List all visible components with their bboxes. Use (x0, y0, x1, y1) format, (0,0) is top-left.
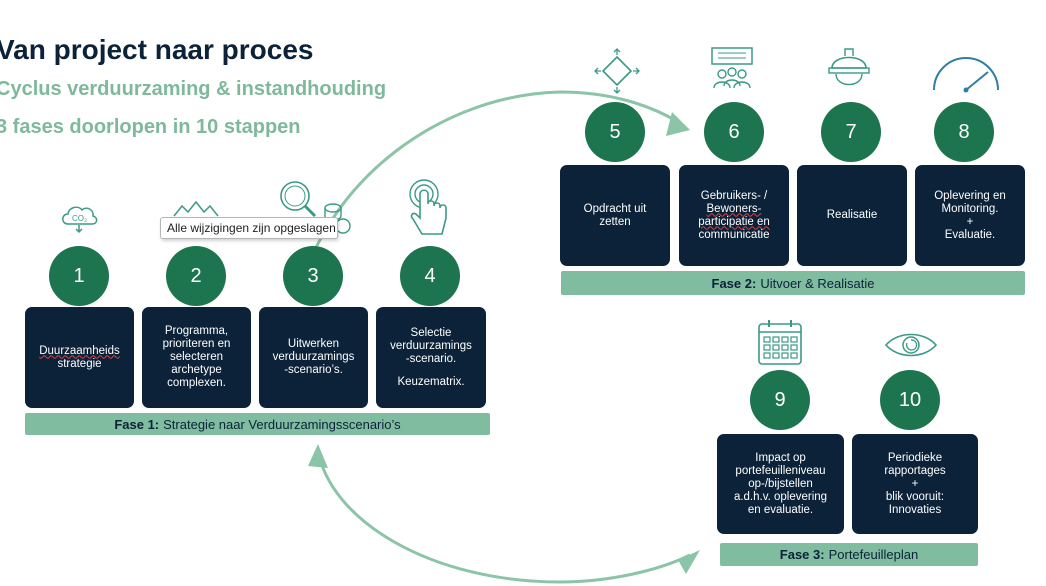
step-5-line: Opdracht uit (583, 202, 647, 215)
step-1-line: strategie (57, 357, 102, 370)
subtitle-phases: 3 fases doorlopen in 10 stappen (0, 116, 301, 138)
phase-3-label: Fase 3: (779, 547, 825, 562)
step-2-line: selecteren (169, 351, 224, 363)
step-4-line: Selectie (410, 326, 452, 339)
step-6-line: communicatie (698, 228, 770, 241)
step-5-line: zetten (599, 215, 631, 228)
step-3-line: -scenario’s. (284, 364, 343, 376)
step-8-line: + (966, 215, 974, 228)
svg-text:CO₂: CO₂ (72, 214, 87, 223)
step-10-box: Periodieke rapportages + blik vooruit: I… (852, 434, 978, 534)
step-3-box: Uitwerken verduurzamings -scenario’s. (259, 307, 368, 408)
phase-3-bar: Fase 3: Portefeuilleplan (720, 543, 978, 566)
eye-icon (884, 333, 938, 357)
step-10-line: Periodieke (887, 451, 943, 464)
step-4-line: -scenario. (405, 352, 457, 365)
step-4-circle: 4 (400, 246, 460, 306)
co2-cloud-icon: CO₂ (62, 206, 98, 234)
step-6-circle: 6 (704, 102, 764, 162)
step-9-line: op-/bijstellen (748, 477, 813, 490)
phase-2-label: Fase 2: (711, 275, 757, 291)
step-10-line: blik vooruit: (885, 490, 945, 503)
page-title: Van project naar proces (0, 34, 314, 65)
step-10-line: rapportages (884, 464, 946, 477)
phase-1-bar: Fase 1: Strategie naar Verduurzamingssce… (25, 413, 490, 435)
step-1-box: Duurzaamheids strategie (25, 307, 134, 408)
step-2-box: Programma, prioriteren en selecteren arc… (142, 307, 251, 408)
step-8-line: Evaluatie. (944, 228, 996, 241)
step-9-line: portefeuilleniveau (735, 464, 826, 477)
step-4-box: Selectie verduurzamings -scenario. Keuze… (376, 307, 486, 408)
hard-hat-icon (828, 48, 870, 86)
step-7-circle: 7 (821, 102, 881, 162)
step-5-circle: 5 (585, 102, 645, 162)
step-2-line: Programma, (164, 325, 229, 337)
step-9-line: en evaluatie. (747, 503, 814, 516)
step-10-circle: 10 (880, 370, 940, 430)
step-3-line: verduurzamings (272, 351, 355, 363)
gauge-icon (933, 57, 999, 93)
step-6-line: Gebruikers- / (700, 189, 768, 202)
presentation-group-icon (711, 47, 753, 89)
diamond-arrows-icon (594, 48, 640, 94)
step-4-extra: Keuzematrix. (397, 375, 465, 388)
step-2-line: prioriteren en (162, 338, 231, 350)
step-6-box: Gebruikers- / Bewoners- participatie en … (679, 165, 789, 266)
phase-2-name: Uitvoer & Realisatie (760, 275, 875, 291)
step-9-circle: 9 (750, 370, 810, 430)
phase-3-name: Portefeuilleplan (828, 547, 919, 562)
step-5-box: Opdracht uit zetten (560, 165, 670, 266)
step-8-box: Oplevering en Monitoring. + Evaluatie. (915, 165, 1025, 266)
step-9-line: a.d.h.v. oplevering (733, 490, 828, 503)
step-6-line: Bewoners- (706, 202, 762, 215)
houses-icon (173, 200, 219, 217)
step-9-line: Impact op (755, 451, 806, 464)
phase-2-bar: Fase 2: Uitvoer & Realisatie (561, 271, 1025, 295)
step-2-circle: 2 (166, 246, 226, 306)
step-2-line: archetype (171, 364, 222, 376)
calendar-icon (758, 320, 802, 365)
step-2-line: complexen. (167, 377, 226, 389)
step-4-line: verduurzamings (390, 339, 472, 352)
step-3-circle: 3 (283, 246, 343, 306)
step-6-line: participatie en (698, 215, 770, 228)
step-3-line: Uitwerken (287, 338, 340, 350)
pointing-hand-icon (409, 179, 447, 235)
step-1-line: Duurzaamheids (39, 344, 120, 357)
step-8-line: Monitoring. (941, 202, 999, 215)
step-1-circle: 1 (49, 246, 109, 306)
step-10-line: Innovaties (888, 503, 942, 516)
step-8-line: Oplevering en (934, 189, 1006, 202)
step-7-box: Realisatie (797, 165, 907, 266)
step-9-box: Impact op portefeuilleniveau op-/bijstel… (717, 434, 844, 534)
phase-1-label: Fase 1: (114, 416, 160, 432)
subtitle-cycle: Cyclus verduurzaming & instandhouding (0, 78, 387, 100)
phase-1-name: Strategie naar Verduurzamingsscenario’s (163, 416, 401, 432)
step-8-circle: 8 (934, 102, 994, 162)
step-10-line: + (911, 477, 919, 490)
magnifier-coins-icon (280, 181, 351, 234)
saved-status-tooltip: Alle wijzigingen zijn opgeslagen (160, 217, 338, 239)
step-7-line: Realisatie (826, 209, 878, 221)
